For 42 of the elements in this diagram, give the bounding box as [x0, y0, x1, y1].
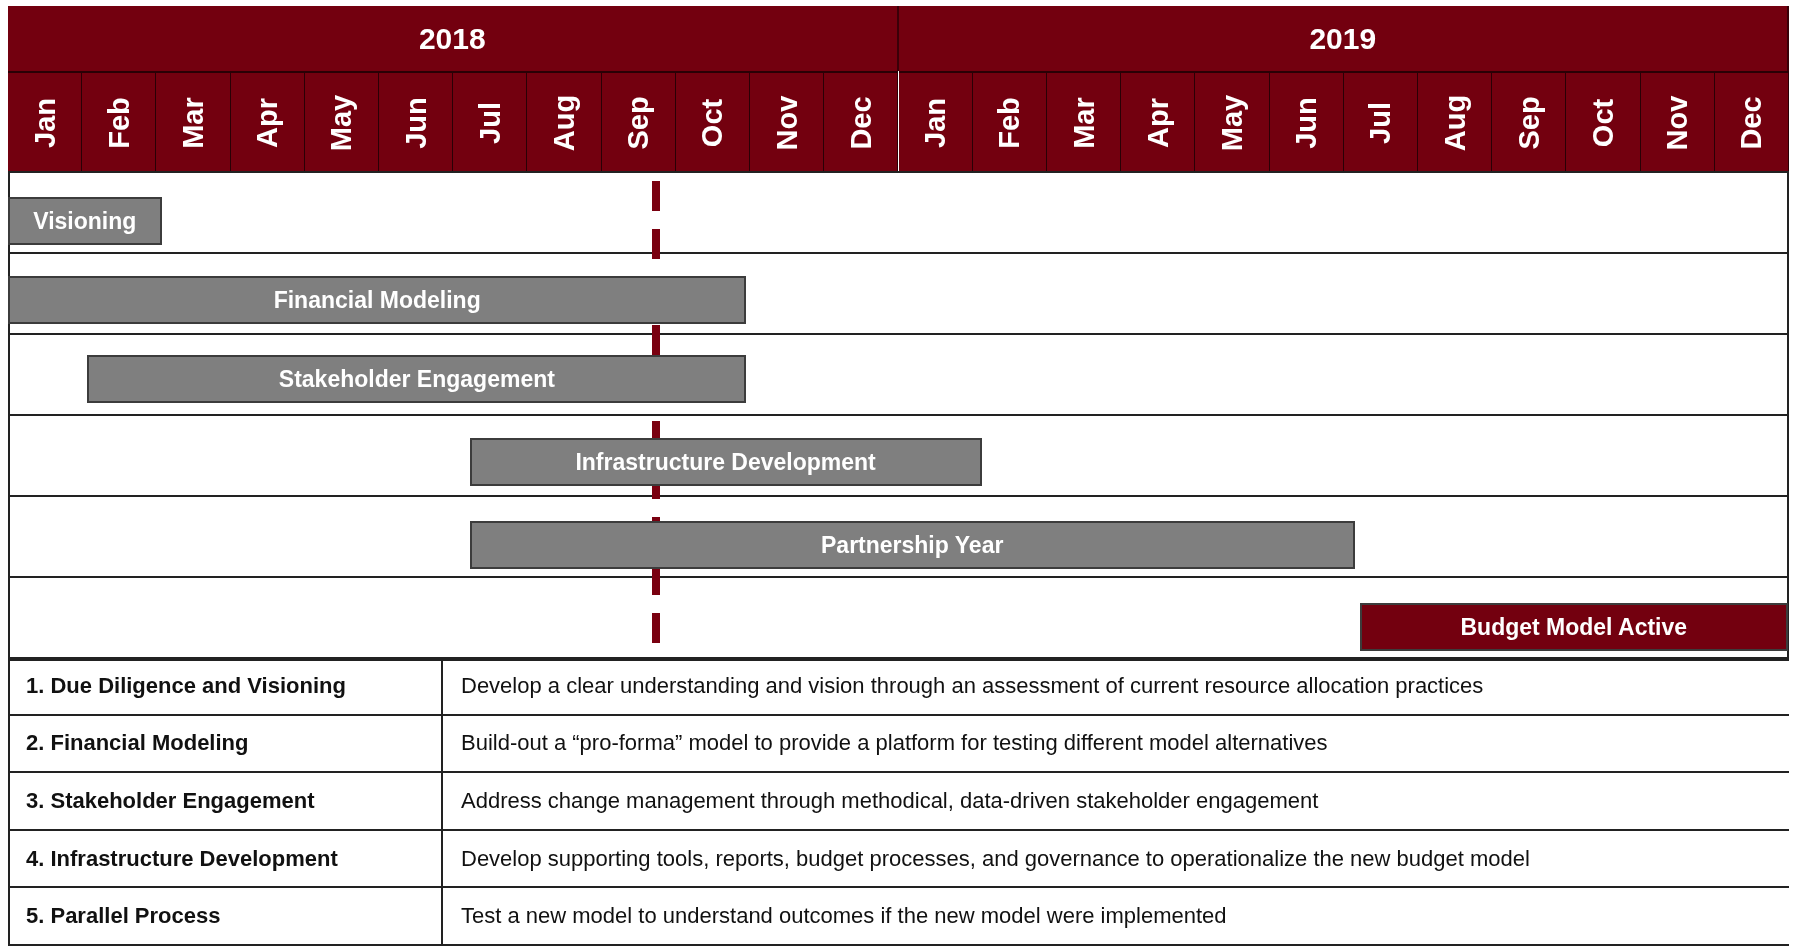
description-cell: Build-out a “pro-forma” model to provide a platform for testing different model alternatives — [443, 715, 1789, 774]
month-label: Apr — [1141, 97, 1175, 148]
phase-name-cell: 2. Financial Modeling — [8, 715, 443, 774]
month-label: Dec — [1734, 95, 1768, 150]
timeline-bar: Partnership Year — [469, 521, 1355, 569]
description-cell: Develop supporting tools, reports, budget processes, and governance to operationalize the new budget model — [443, 830, 1789, 889]
month-label: Mar — [176, 96, 210, 149]
month-label: Feb — [992, 96, 1026, 149]
phase-name-cell: 4. Infrastructure Development — [8, 830, 443, 889]
month-label: Oct — [1586, 98, 1620, 147]
month-label: Sep — [621, 95, 655, 150]
description-cell: Address change management through methodical, data-driven stakeholder engagement — [443, 773, 1789, 831]
year-header: 2019 — [898, 6, 1789, 71]
phase-name-cell: 3. Stakeholder Engagement — [8, 773, 443, 831]
month-label: Jan — [28, 97, 62, 148]
description-cell: Test a new model to understand outcomes if the new model were implemented — [443, 888, 1789, 946]
phase-name-cell: 5. Parallel Process — [8, 888, 443, 946]
month-label: Apr — [250, 97, 284, 148]
month-label: Jul — [473, 101, 507, 144]
timeline-bar: Budget Model Active — [1360, 603, 1788, 651]
phase-name-cell: 1. Due Diligence and Visioning — [8, 658, 443, 716]
month-label: Nov — [1660, 95, 1694, 150]
month-label: May — [1215, 94, 1249, 151]
month-label: Jan — [918, 97, 952, 148]
month-label: Aug — [547, 94, 581, 151]
month-label: Aug — [1438, 94, 1472, 151]
timeline-bar: Stakeholder Engagement — [87, 355, 747, 403]
month-label: May — [324, 94, 358, 151]
month-label: Jun — [399, 96, 433, 149]
year-header: 2018 — [8, 6, 899, 71]
month-label: Feb — [102, 96, 136, 149]
description-cell: Develop a clear understanding and vision through an assessment of current resource allocation practices — [443, 658, 1789, 716]
timeline-bar: Visioning — [8, 197, 162, 245]
month-label: Dec — [844, 95, 878, 150]
month-label: Mar — [1067, 96, 1100, 149]
month-label: Nov — [770, 95, 804, 150]
month-label: Jun — [1289, 96, 1323, 149]
month-label: Jul — [1363, 101, 1397, 144]
timeline-bar: Financial Modeling — [8, 276, 747, 324]
month-label: Oct — [695, 98, 729, 147]
month-label: Sep — [1512, 95, 1546, 150]
timeline-bar: Infrastructure Development — [469, 438, 982, 486]
